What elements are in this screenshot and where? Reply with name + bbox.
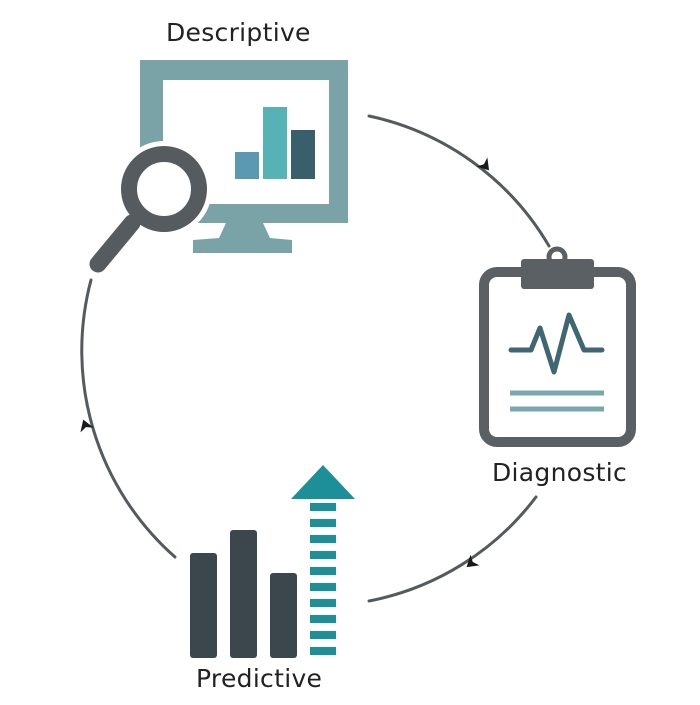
arrow-segment xyxy=(310,551,336,559)
monitor-magnifier-icon xyxy=(89,60,348,273)
arrow-segment xyxy=(310,599,336,607)
arc-predictive-to-descriptive xyxy=(80,278,177,559)
arrow-segment xyxy=(310,631,336,639)
arrow-segment xyxy=(310,503,336,511)
up-arrow-head xyxy=(291,465,355,499)
cycle-arrowheads xyxy=(80,157,490,568)
up-arrow-segments xyxy=(310,503,336,655)
predictive-bar-3 xyxy=(270,573,297,658)
arrow-segment xyxy=(310,567,336,575)
chart-bar-medium xyxy=(291,130,315,179)
predictive-label: Predictive xyxy=(196,664,323,693)
clipboard-clip xyxy=(521,259,594,289)
arrowhead-left xyxy=(80,419,94,433)
arrowhead-right-bottom xyxy=(466,554,480,568)
arc-descriptive-to-diagnostic xyxy=(367,114,551,248)
magnifier-lens xyxy=(121,146,207,232)
arrowhead-right-top xyxy=(476,157,490,171)
diagnostic-label: Diagnostic xyxy=(492,458,628,487)
arrow-segment xyxy=(310,615,336,623)
bars-up-arrow-icon xyxy=(190,465,355,658)
descriptive-label: Descriptive xyxy=(166,18,311,47)
clipboard-heartbeat-icon xyxy=(479,246,636,447)
chart-bar-tall xyxy=(263,107,287,179)
clipboard-clip-ring xyxy=(546,246,568,268)
arrow-segment xyxy=(310,535,336,543)
arc-diagnostic-to-predictive xyxy=(367,495,538,603)
chart-bar-short xyxy=(235,152,259,179)
arrow-segment xyxy=(310,647,336,655)
predictive-bar-2 xyxy=(230,530,257,658)
arrow-segment xyxy=(310,519,336,527)
monitor-stand xyxy=(193,223,292,253)
heartbeat-line xyxy=(508,312,605,375)
arrow-segment xyxy=(310,583,336,591)
magnifier-handle xyxy=(89,214,141,273)
cycle-connectors xyxy=(80,114,551,603)
predictive-bar-1 xyxy=(190,553,217,658)
